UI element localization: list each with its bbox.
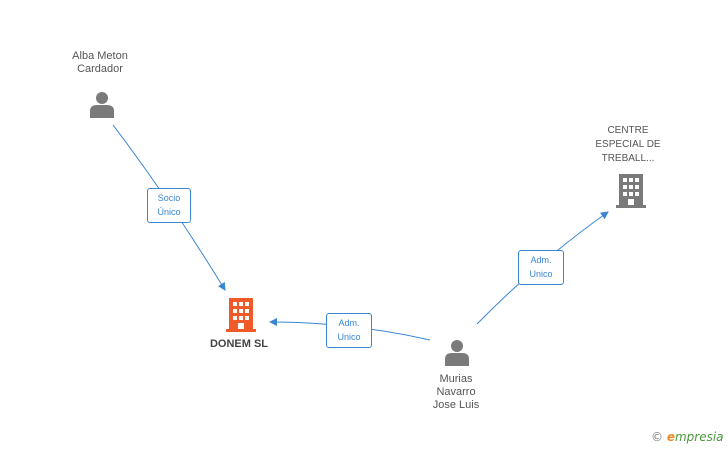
node-label-line: Cardador [77,63,123,75]
node-label-alba[interactable]: Alba Meton Cardador [58,50,142,76]
node-label-line: Murias [439,373,473,385]
person-icon[interactable] [88,90,116,118]
edge-label-adm-unico[interactable]: Adm. Unico [518,250,564,285]
edge-label-line: Adm. [530,255,552,265]
node-label-line: Alba Meton [72,50,128,62]
node-label-line: TREBALL... [601,153,655,164]
building-icon-focus[interactable] [226,298,256,332]
edge-label-socio-unico[interactable]: Socio Único [147,188,191,223]
edge-label-line: Único [157,207,181,217]
edge-label-line: Socio [157,193,181,203]
person-icon[interactable] [443,338,471,366]
edge-label-line: Adm. [338,318,360,328]
node-label-murias[interactable]: Murias Navarro Jose Luis [414,373,498,412]
node-label-line: CENTRE [607,125,649,136]
brand-name: mpresia [674,430,724,444]
brand-initial: e [666,430,675,444]
building-icon[interactable] [616,174,646,208]
node-label-line: Jose Luis [432,399,480,411]
node-label-donem[interactable]: DONEM SL [209,338,269,350]
copyright-symbol: © [651,430,663,444]
node-label-line: Navarro [436,386,476,398]
edge-label-adm-unico[interactable]: Adm. Unico [326,313,372,348]
edge-label-line: Unico [337,332,361,342]
empresia-watermark: © empresia [651,430,724,444]
edge-label-line: Unico [529,269,553,279]
node-label-centre[interactable]: CENTRE ESPECIAL DE TREBALL... [580,124,676,166]
node-label-line: ESPECIAL DE [595,139,661,150]
